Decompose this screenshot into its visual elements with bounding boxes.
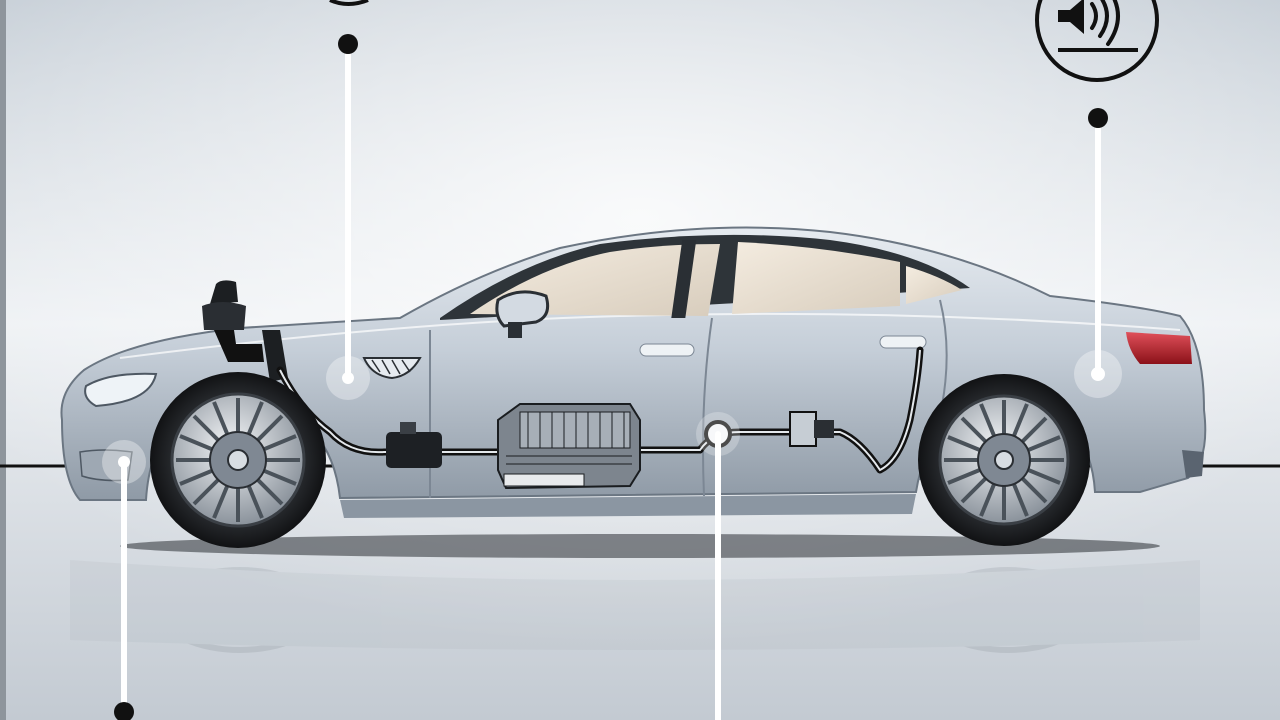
front-muffler (386, 432, 442, 468)
front-wheel (150, 372, 326, 548)
rear-wheel (918, 374, 1090, 546)
engine-block (497, 403, 641, 490)
car-shadow (120, 534, 1160, 558)
body-highlight (119, 312, 1181, 359)
quarter-window (906, 266, 962, 304)
callout-lines (121, 41, 1101, 720)
rear-door-handle (879, 335, 927, 349)
callout-point-front-fender (342, 372, 354, 384)
front-fog-light (79, 449, 133, 482)
muffler-cap (400, 422, 416, 434)
cropped-circle-icon (329, 0, 369, 6)
floor-reflection (70, 560, 1200, 653)
front-fender-vent (362, 357, 422, 380)
front-door-handle (639, 343, 695, 357)
rocker-panel (340, 494, 916, 518)
side-mirror (495, 290, 550, 328)
air-intake-module (202, 280, 288, 382)
mirror-stalk (508, 322, 522, 338)
rear-pipe-fitting (789, 411, 834, 447)
callout-point-rear (1091, 367, 1105, 381)
callout-point-front-bumper (118, 456, 130, 468)
rear-door-line (702, 317, 713, 497)
speaker-sound-icon (1035, 0, 1159, 82)
callout-dot-top-left (338, 34, 358, 54)
left-frame-edge (0, 0, 6, 720)
b-pillar (671, 240, 697, 318)
callout-dot-top-right (1088, 108, 1108, 128)
vent-slats (371, 359, 411, 375)
rear-window (732, 242, 900, 314)
taillight (1126, 332, 1192, 364)
callout-dot-bottom-left (114, 702, 134, 720)
rear-diffuser (1182, 450, 1204, 478)
headlight (84, 372, 158, 408)
